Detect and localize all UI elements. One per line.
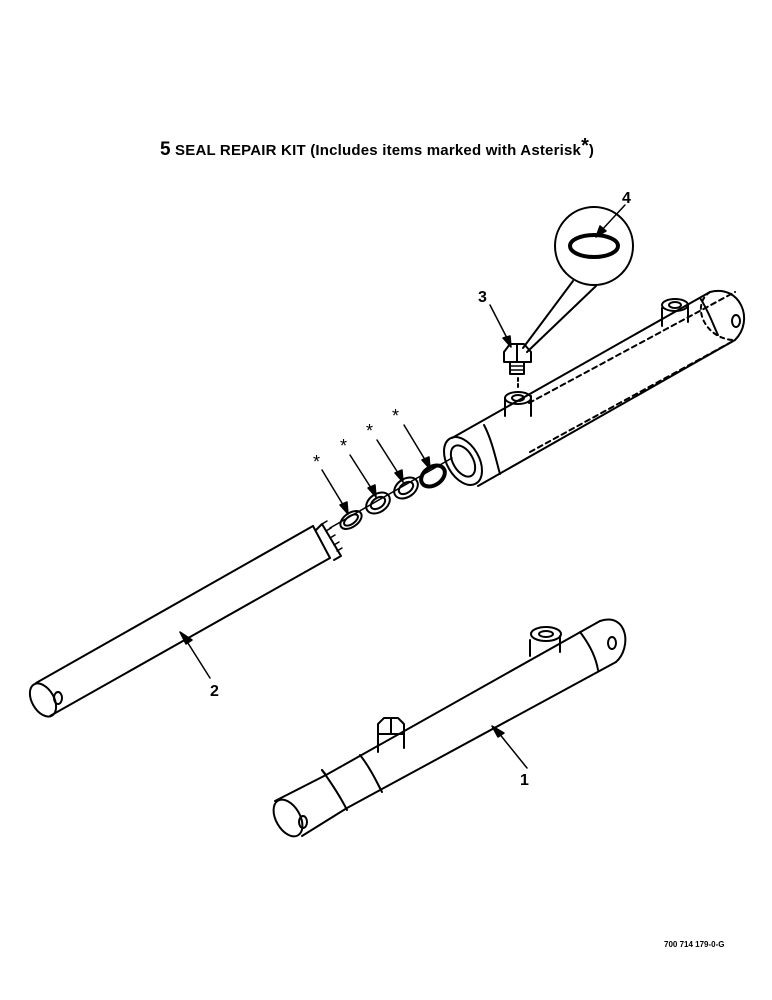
piston-rod-item-2 xyxy=(28,520,343,718)
kit-description: SEAL REPAIR KIT (Includes items marked w… xyxy=(175,142,582,159)
upper-port-boss xyxy=(504,391,532,417)
leader-arrows xyxy=(179,204,626,769)
kit-asterisk: * xyxy=(581,135,589,157)
asterisk-marker-3: * xyxy=(366,421,373,441)
callout-item-2: 2 xyxy=(210,683,219,700)
seal-repair-kit-title: 5 SEAL REPAIR KIT (Includes items marked… xyxy=(160,135,594,161)
drawing-number: 700 714 179-0-G xyxy=(664,940,725,949)
kit-item-number: 5 xyxy=(160,139,171,160)
upper-cylinder-barrel xyxy=(443,289,746,487)
assembled-cylinder-item-1 xyxy=(272,618,627,838)
asterisk-marker-4: * xyxy=(392,406,399,426)
o-ring-magnifier xyxy=(522,206,634,353)
callout-item-3: 3 xyxy=(478,289,487,306)
asterisk-marker-2: * xyxy=(340,436,347,456)
callout-item-4: 4 xyxy=(622,190,631,207)
seal-rings xyxy=(339,463,447,530)
callout-item-1: 1 xyxy=(520,772,529,789)
kit-close-paren: ) xyxy=(588,142,594,159)
asterisk-marker-1: * xyxy=(313,452,320,472)
assembly-center-line xyxy=(329,457,453,529)
upper-rear-boss xyxy=(661,298,689,327)
